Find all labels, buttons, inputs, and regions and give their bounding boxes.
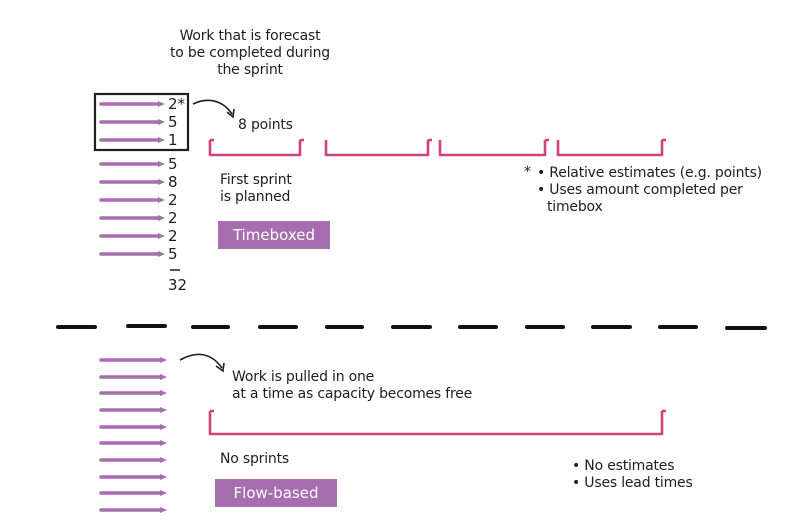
estimate-value: 2 — [168, 191, 178, 209]
estimate-value: 5 — [168, 245, 178, 263]
forecast-note-line: to be completed during — [170, 45, 330, 61]
pull-arrow — [179, 353, 223, 369]
flow-bracket — [208, 409, 666, 436]
first-sprint-note-line: First sprint — [220, 172, 292, 188]
bullet-item: timebox — [547, 199, 603, 215]
forecast-arrow — [192, 99, 233, 115]
estimate-value: 2 — [168, 209, 178, 227]
estimate-value: 8 — [168, 173, 178, 191]
estimate-value: 2* — [168, 95, 186, 113]
bullet-item: • Uses lead times — [572, 475, 693, 491]
estimate-value: 2 — [168, 227, 178, 245]
bottom-item-arrowheads — [160, 357, 167, 513]
bullet-item: • Relative estimates (e.g. points) — [537, 165, 762, 181]
pull-note: Work is pulled in one at a time as capac… — [232, 369, 472, 403]
estimates-column: 2* 5 1 5 8 2 2 2 5 — [168, 95, 198, 263]
bullet-item: • No estimates — [572, 458, 675, 474]
first-sprint-note: First sprint is planned — [220, 172, 292, 206]
top-backlog-items — [99, 102, 162, 256]
estimate-value: 5 — [168, 113, 178, 131]
timeboxed-tag: Timeboxed — [218, 221, 330, 249]
first-sprint-note-line: is planned — [220, 189, 291, 205]
sprint-bracket — [556, 138, 666, 157]
forecast-note: Work that is forecast to be completed du… — [150, 28, 350, 79]
sprint-brackets — [208, 138, 666, 157]
timeboxed-bullets: • Relative estimates (e.g. points) • Use… — [537, 165, 762, 216]
flow-based-tag: Flow-based — [215, 479, 337, 507]
forecast-note-line: Work that is forecast — [179, 28, 321, 44]
estimate-value: 1 — [168, 131, 178, 149]
sprint-bracket — [438, 138, 549, 157]
sprint-bracket — [324, 138, 432, 157]
pull-note-line: at a time as capacity becomes free — [232, 386, 473, 402]
bullet-item: • Uses amount completed per — [537, 182, 743, 198]
divider-dashed-line — [56, 324, 767, 330]
top-star: * — [524, 164, 531, 180]
no-sprints-label: No sprints — [220, 451, 289, 467]
sprint-selection-box — [93, 92, 190, 152]
forecast-note-line: the sprint — [217, 62, 283, 78]
estimate-value: 5 — [168, 155, 178, 173]
pull-note-line: Work is pulled in one — [232, 369, 375, 385]
bottom-backlog-items — [99, 358, 164, 512]
flow-bullets: • No estimates • Uses lead times — [572, 458, 693, 492]
estimate-total: 32 — [168, 276, 188, 294]
sprint-bracket — [208, 138, 304, 157]
backlog-item-arrowheads — [158, 101, 165, 257]
sprint-points-label: 8 points — [238, 117, 293, 133]
